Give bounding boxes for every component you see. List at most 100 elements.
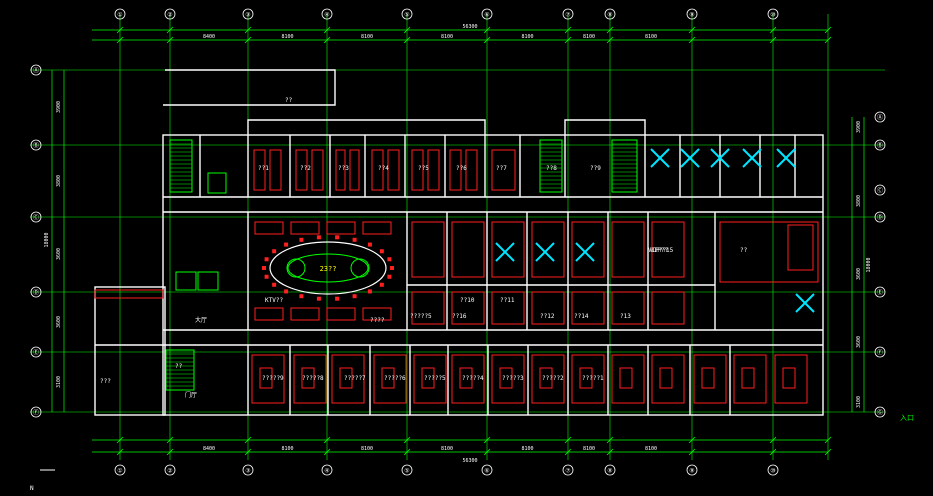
room-label-office: ?? [740, 247, 748, 254]
chair [379, 249, 384, 254]
chair [352, 294, 357, 299]
desk [411, 149, 424, 191]
desk [335, 149, 346, 191]
svg-text:Ⓑ: Ⓑ [877, 142, 883, 150]
lounge-table [290, 221, 320, 235]
desk [491, 149, 516, 191]
top-axis-bubble: ⑥ [481, 8, 493, 20]
top-axis-bubble: ⑩ [767, 8, 779, 20]
room-number-north: ??4 [378, 165, 389, 172]
fan-icon [575, 242, 595, 262]
bed [499, 367, 513, 389]
bottom-axis-bubble: ⑩ [767, 464, 779, 476]
middle-room-furniture [651, 291, 685, 325]
dim-text-top: 8100 [645, 34, 657, 40]
room-number-middle: VIP??15 [648, 247, 674, 254]
north-arrow: N [30, 469, 55, 492]
svg-text:⑩: ⑩ [770, 468, 775, 475]
room-number-middle: ?????5 [410, 313, 432, 320]
chair [264, 274, 269, 279]
middle-room-furniture [571, 291, 605, 325]
bottom-axis-bubble: ⑧ [604, 464, 616, 476]
furniture [94, 149, 819, 404]
middle-room-furniture [611, 221, 645, 278]
south-partitions [247, 345, 731, 415]
north-bay [564, 119, 646, 135]
dim-text-top: 8100 [441, 34, 453, 40]
bottom-axis-bubble: ① [114, 464, 126, 476]
fan-icon [535, 242, 555, 262]
room-furniture [451, 354, 485, 404]
dim-text-left: 3600 [56, 248, 62, 260]
bed [619, 367, 633, 389]
room-number-south: ?????7 [344, 375, 366, 382]
chair [316, 235, 321, 240]
bed [259, 367, 273, 389]
room-furniture [293, 354, 327, 404]
dim-overall-left: 18000 [44, 232, 50, 247]
dim-text-bottom: 8100 [281, 446, 293, 452]
left-axis-bubble: Ⓓ [30, 286, 42, 298]
top-axis-bubble: ⑨ [686, 8, 698, 20]
dim-text-top: 8400 [203, 34, 215, 40]
bottom-axis-bubble: ② [164, 464, 176, 476]
room-number-north: ??6 [456, 165, 467, 172]
dim-text-bottom: 8100 [583, 446, 595, 452]
room-furniture [531, 354, 565, 404]
bed [421, 367, 435, 389]
svg-text:Ⓑ: Ⓑ [33, 142, 39, 150]
chair [264, 257, 269, 262]
dim-text-right: 3900 [856, 121, 862, 133]
dim-overall-bottom: 56300 [462, 458, 477, 464]
dim-text-right: 3100 [856, 396, 862, 408]
desk [253, 149, 266, 191]
lift-3 [197, 271, 219, 291]
chair [379, 282, 384, 287]
room-number-middle: ??10 [460, 297, 475, 304]
north-bay-2 [247, 119, 486, 135]
top-axis-bubble: ⑦ [562, 8, 574, 20]
room-furniture [571, 354, 605, 404]
chair [316, 296, 321, 301]
room-label-hall: 大厅 [195, 316, 207, 324]
right-axis-bubble: Ⓒ [874, 184, 886, 196]
chair [299, 294, 304, 299]
chair [335, 296, 340, 301]
svg-text:③: ③ [245, 12, 250, 19]
room-number-north: ??1 [258, 165, 269, 172]
room-furniture [251, 354, 285, 404]
room-number-north: ??7 [496, 165, 507, 172]
bed [459, 367, 473, 389]
middle-room-furniture [531, 291, 565, 325]
room-number-middle: ??16 [452, 313, 467, 320]
room-number-middle: ?13 [620, 313, 631, 320]
right-axis-bubble: Ⓐ [874, 111, 886, 123]
svg-text:②: ② [167, 468, 172, 475]
chair [387, 274, 392, 279]
bed [659, 367, 673, 389]
svg-text:Ⓕ: Ⓕ [877, 349, 883, 357]
middle-room-furniture [491, 221, 525, 278]
desk [465, 149, 478, 191]
chair [335, 235, 340, 240]
west-counter [94, 289, 164, 299]
chair [352, 237, 357, 242]
lift-1 [207, 172, 227, 194]
svg-text:⑦: ⑦ [565, 12, 570, 19]
room-label-conference: KTV?? [265, 297, 283, 304]
middle-room-furniture [451, 221, 485, 278]
dim-text-bottom: 8100 [645, 446, 657, 452]
conference-chairs [262, 235, 394, 301]
top-axis-bubble: ③ [242, 8, 254, 20]
room-furniture [331, 354, 365, 404]
room-number-north: ??2 [300, 165, 311, 172]
room-number-south: ?????2 [542, 375, 564, 382]
top-axis-bubble: ⑤ [401, 8, 413, 20]
left-axis-bubble: Ⓒ [30, 211, 42, 223]
dim-text-top: 8100 [361, 34, 373, 40]
top-axis-bubble: ① [114, 8, 126, 20]
room-furniture [413, 354, 447, 404]
bed [579, 367, 593, 389]
svg-text:⑩: ⑩ [770, 12, 775, 19]
